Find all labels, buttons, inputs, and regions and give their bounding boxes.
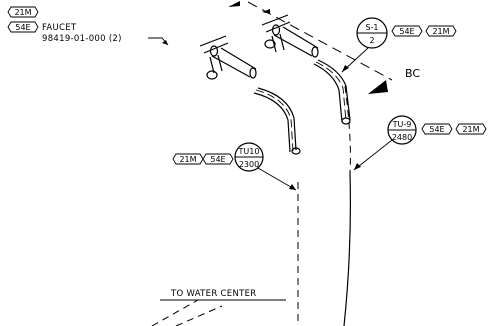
- tag-54e-tu10-text: 54E: [210, 155, 225, 164]
- water-center-label: TO WATER CENTER: [170, 289, 256, 299]
- tag-21m-tu10-text: 21M: [179, 155, 196, 164]
- tag-21m-s1-text: 21M: [432, 27, 449, 36]
- bubble-tu9-top: TU-9: [392, 120, 412, 129]
- water-center-line-1: [151, 299, 199, 326]
- water-center-line-2: [175, 305, 223, 326]
- tag-54e-s1-text: 54E: [399, 27, 414, 36]
- bubble-s1: S-1 2: [356, 17, 388, 49]
- tag-21m-top: 21M: [7, 6, 39, 18]
- bubble-s1-top: S-1: [365, 23, 378, 32]
- tu10-leader-arrow: [289, 184, 296, 190]
- bc-section-line: [247, 1, 393, 81]
- bubble-tu10-bottom: 2300: [239, 160, 259, 169]
- tag-21m-tu10: 21M: [172, 153, 204, 165]
- tag-54e-tu10: 54E: [202, 153, 234, 165]
- faucet-left: [199, 35, 301, 155]
- faucet-right: [261, 14, 351, 125]
- bubble-s1-bottom: 2: [369, 36, 374, 45]
- bc-label: BC: [405, 67, 420, 80]
- tu9-leader-line: [353, 139, 393, 171]
- tag-54e-s1: 54E: [391, 25, 423, 37]
- bc-arrow: [368, 80, 388, 94]
- bubble-tu9: TU-9 2480: [387, 115, 417, 145]
- section-arrow-top: [228, 1, 240, 7]
- faucet-title: FAUCET: [42, 23, 77, 33]
- bubble-tu9-bottom: 2480: [392, 133, 412, 142]
- tu9-leader-arrow: [354, 163, 361, 170]
- tag-21m-s1: 21M: [425, 25, 457, 37]
- faucet-leader-arrow: [162, 40, 168, 45]
- tag-21m-top-text: 21M: [14, 8, 31, 17]
- tag-21m-tu9-text: 21M: [462, 125, 479, 134]
- supply-line-right-lower: [343, 171, 351, 326]
- tag-21m-tu9: 21M: [455, 123, 487, 135]
- tag-54e-tu9: 54E: [421, 123, 453, 135]
- tag-54e-faucet: 54E: [7, 21, 39, 33]
- supply-line-right-upper: [344, 85, 351, 173]
- faucet-part-number: 98419-01-000 (2): [42, 34, 122, 44]
- bubble-tu10-top: TU10: [238, 147, 260, 156]
- bubble-tu10: TU10 2300: [234, 142, 264, 172]
- s1-leader-arrow: [342, 65, 349, 72]
- tu10-leader-line: [257, 167, 297, 191]
- tag-54e-faucet-text: 54E: [15, 23, 30, 32]
- tag-54e-tu9-text: 54E: [429, 125, 444, 134]
